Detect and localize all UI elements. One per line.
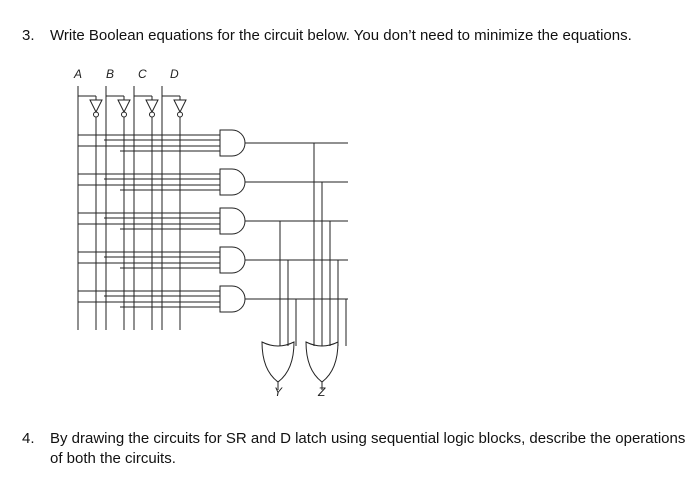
inverter-symbol <box>89 99 103 114</box>
question-3-text: Write Boolean equations for the circuit … <box>50 27 632 44</box>
logic-circuit-diagram: A B C D Y Z <box>73 67 348 399</box>
inverter-symbol <box>145 99 159 114</box>
question-4: 4. By drawing the circuits for SR and D … <box>22 429 692 473</box>
inverter-symbol <box>173 99 187 114</box>
and-gate <box>219 285 246 313</box>
and-gate <box>219 246 246 274</box>
question-3-number: 3. <box>22 27 35 44</box>
output-label-y: Y <box>274 385 283 399</box>
input-label-d: D <box>170 67 179 81</box>
inverter-symbol <box>117 99 131 114</box>
or-gate <box>261 341 295 383</box>
question-3: 3. Write Boolean equations for the circu… <box>22 26 682 48</box>
question-4-number: 4. <box>22 430 35 447</box>
and-gate <box>219 168 246 196</box>
or-gate <box>305 341 339 383</box>
input-label-a: A <box>73 67 82 81</box>
question-4-text: By drawing the circuits for SR and D lat… <box>50 430 686 467</box>
and-gate <box>219 129 246 157</box>
input-label-c: C <box>138 67 147 81</box>
output-label-z: Z <box>317 385 326 399</box>
and-gate <box>219 207 246 235</box>
input-label-b: B <box>106 67 114 81</box>
